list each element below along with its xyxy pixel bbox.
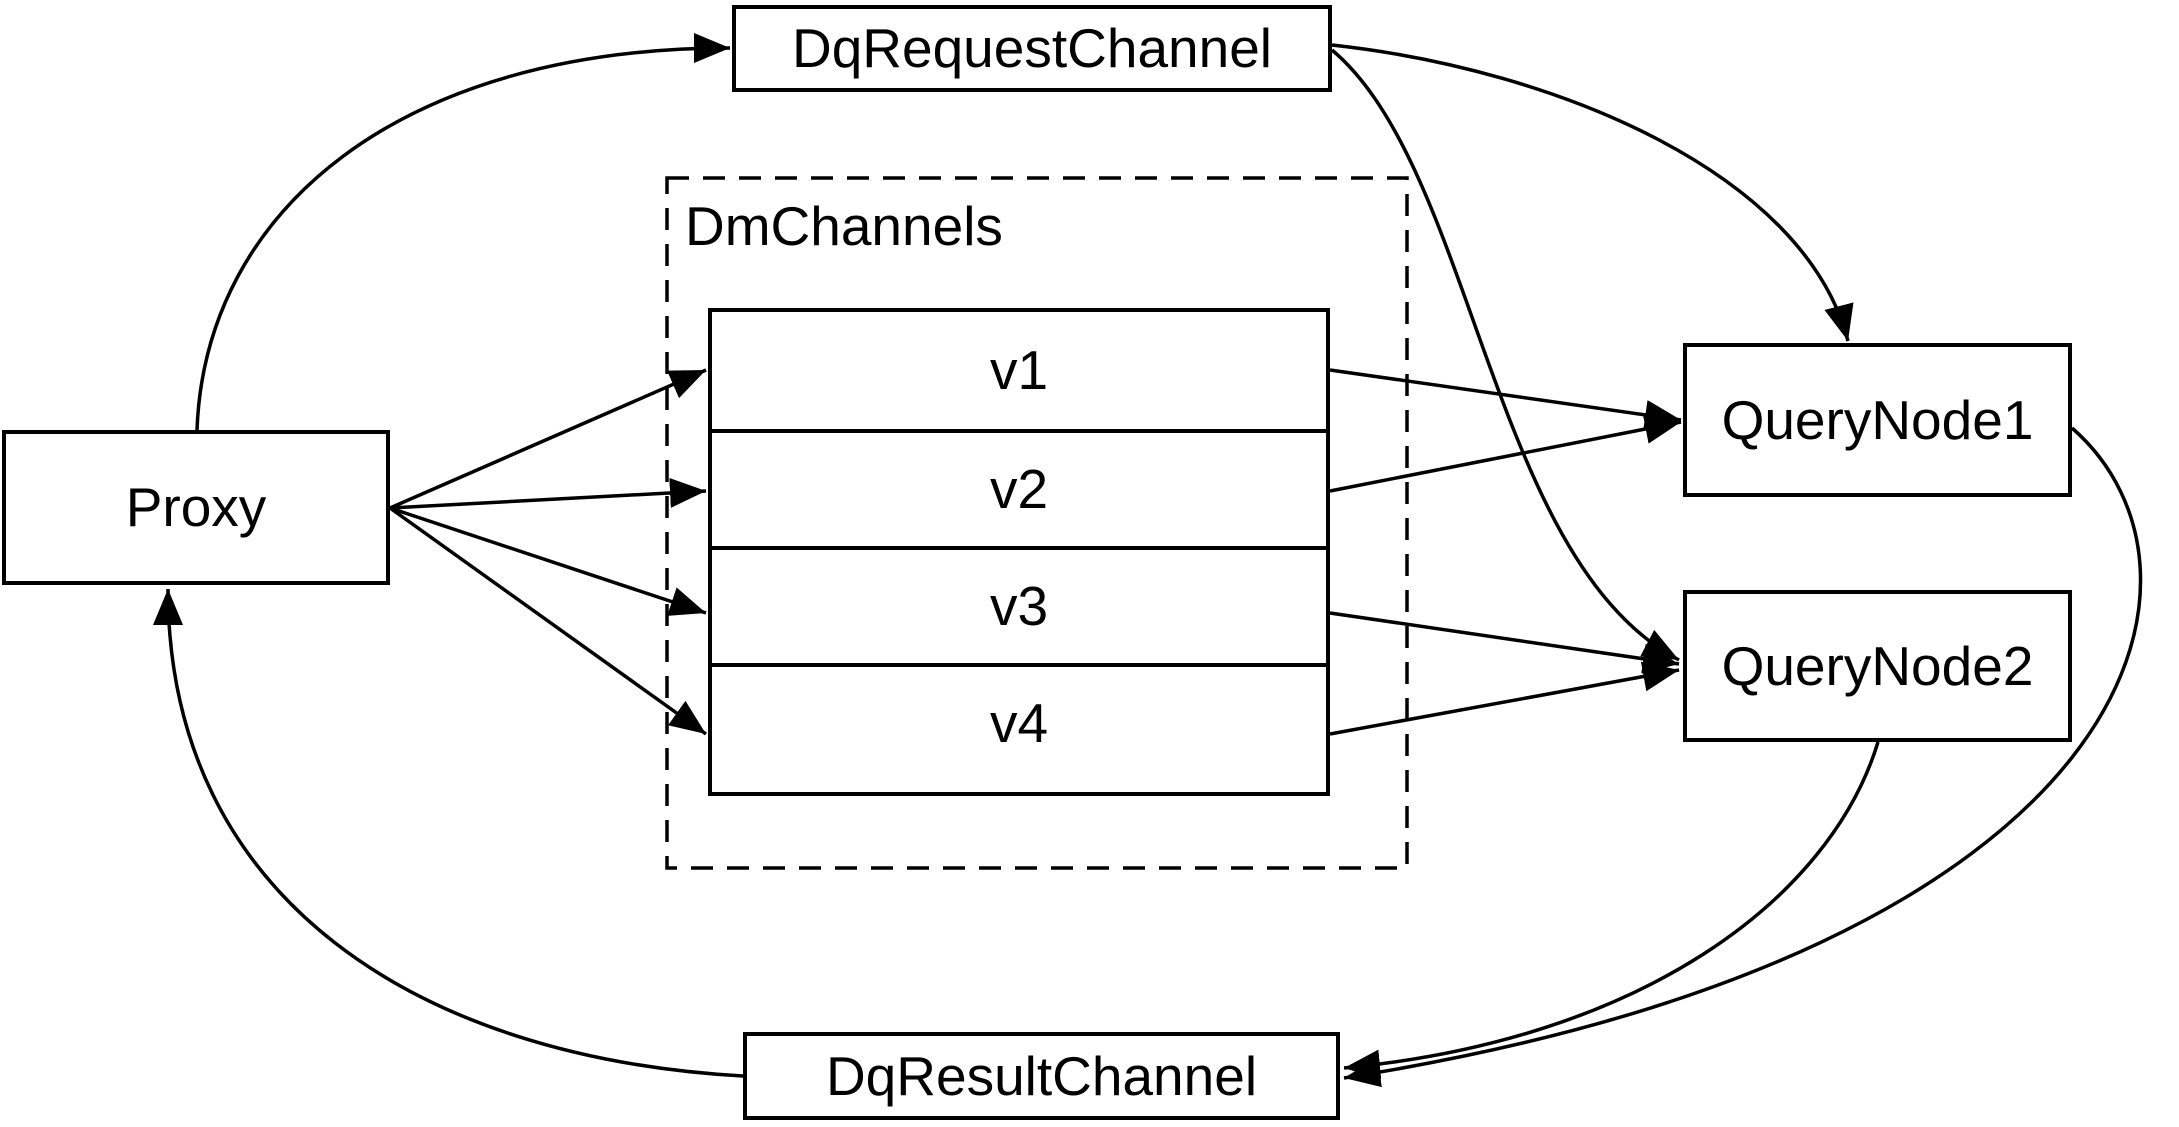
edge-v4-to-querynode2 — [1329, 661, 1680, 736]
channel-row-v4: v4 — [712, 663, 1326, 780]
node-dq-request-channel: DqRequestChannel — [732, 5, 1332, 92]
node-query-node-2-label: QueryNode2 — [1721, 634, 2034, 697]
edge-proxy-to-v2 — [389, 477, 707, 510]
edge-dqrequestchannel-to-querynode2 — [1330, 48, 1680, 662]
channel-row-v3: v3 — [712, 546, 1326, 663]
channel-v1-label: v1 — [989, 339, 1049, 401]
node-query-node-1: QueryNode1 — [1683, 343, 2072, 497]
node-query-node-2: QueryNode2 — [1683, 590, 2072, 742]
dmchannels-group-label: DmChannels — [685, 195, 1003, 257]
node-proxy: Proxy — [2, 430, 390, 585]
edge-proxy-to-v1 — [389, 368, 707, 510]
edge-v1-to-querynode1 — [1329, 368, 1682, 430]
edge-dqresultchannel-to-proxy — [153, 588, 744, 1078]
node-dq-result-channel: DqResultChannel — [743, 1032, 1340, 1120]
edge-v3-to-querynode2 — [1329, 611, 1680, 674]
channel-v4-label: v4 — [989, 692, 1049, 754]
edge-proxy-to-v4 — [388, 506, 708, 736]
channel-v2-label: v2 — [989, 458, 1049, 520]
edge-v2-to-querynode1 — [1329, 414, 1682, 493]
edge-querynode1-to-dqresultchannel — [1343, 426, 2143, 1088]
node-dq-request-channel-label: DqRequestChannel — [791, 17, 1273, 79]
edge-dqrequestchannel-to-querynode1 — [1331, 43, 1854, 342]
dmchannels-stack: v1 v2 v3 v4 — [708, 308, 1330, 796]
channel-row-v2: v2 — [712, 429, 1326, 546]
edge-proxy-to-v3 — [389, 506, 707, 616]
channel-v3-label: v3 — [989, 575, 1049, 637]
channel-row-v1: v1 — [712, 312, 1326, 429]
node-query-node-1-label: QueryNode1 — [1721, 388, 2034, 451]
edge-proxy-to-dqrequestchannel — [195, 33, 731, 431]
node-dq-result-channel-label: DqResultChannel — [825, 1044, 1258, 1107]
node-proxy-label: Proxy — [125, 476, 267, 538]
edge-querynode2-to-dqresultchannel — [1343, 741, 1880, 1080]
